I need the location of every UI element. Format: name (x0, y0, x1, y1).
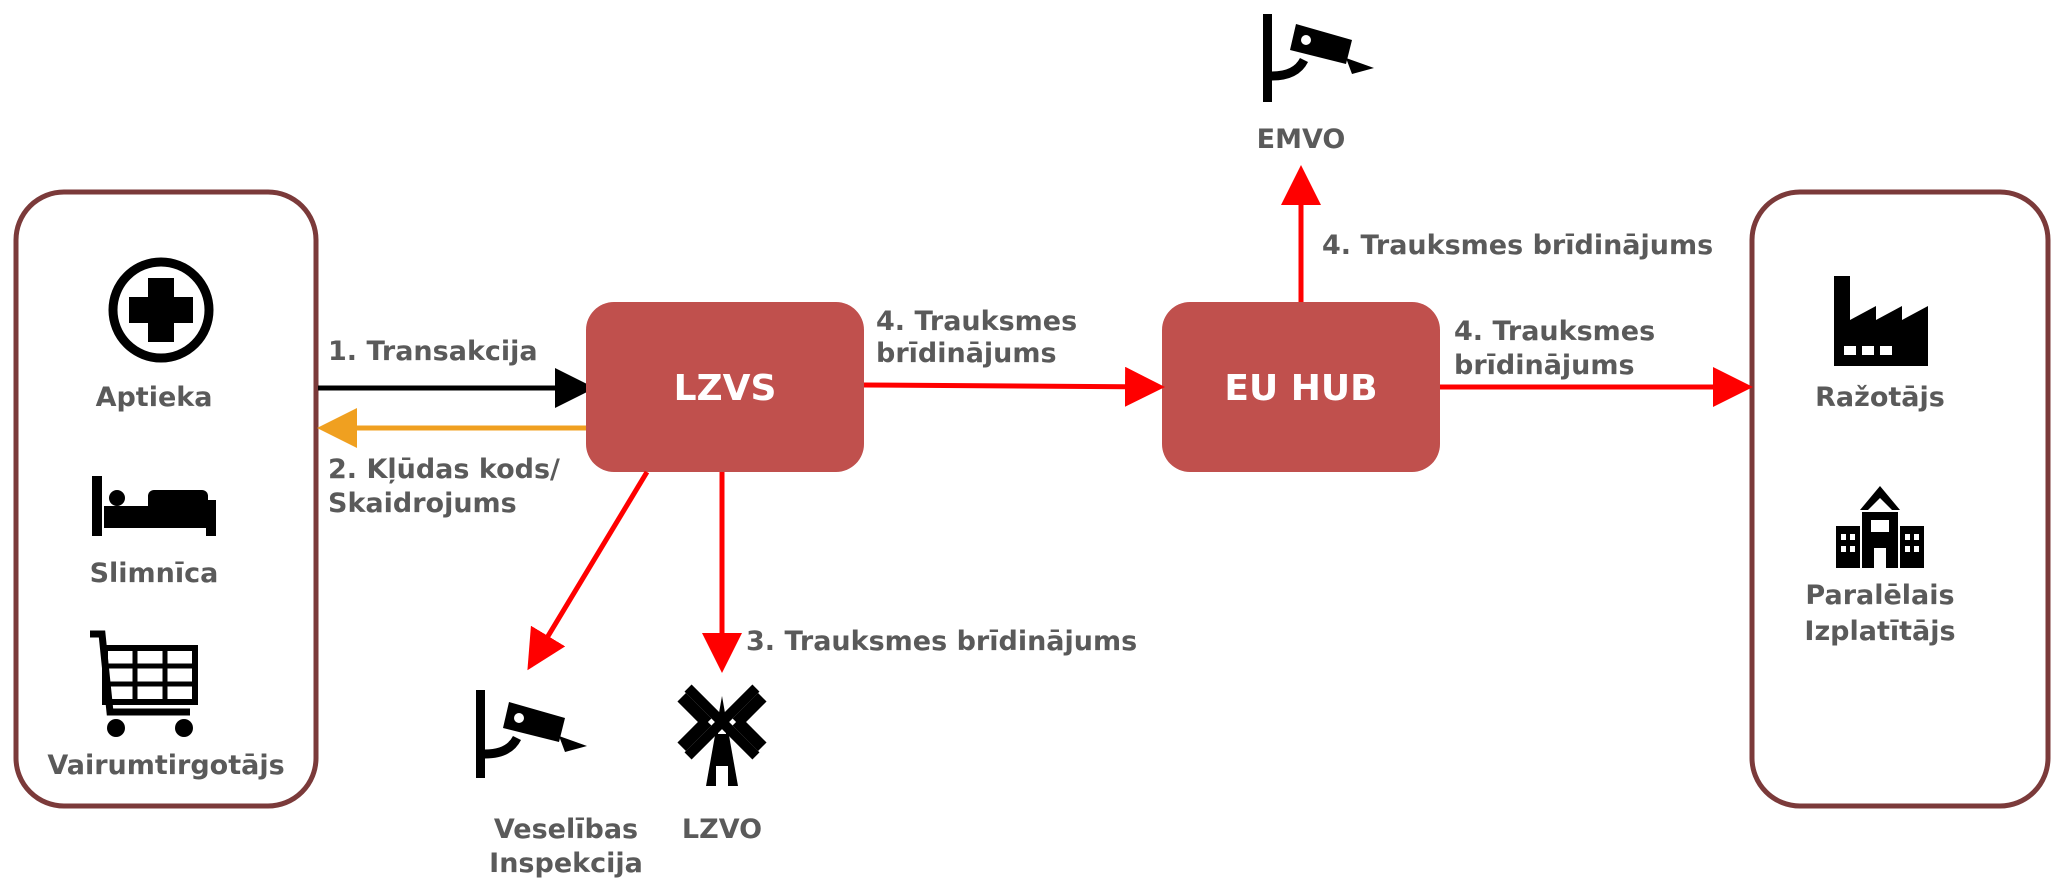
label-lzvo-alert: 3. Trauksmes brīdinājums (746, 626, 1137, 657)
factory-icon (1834, 276, 1928, 366)
security-camera-icon (476, 690, 587, 778)
endpoint-label-veselibas: Veselības (494, 814, 638, 845)
label-hub-emvo: 4. Trauksmes brīdinājums (1322, 230, 1713, 261)
right-group-container (1749, 189, 2051, 809)
right-item-label-paralelais: Paralēlais (1805, 580, 1954, 611)
node-lzvs-label: LZVS (674, 368, 777, 409)
hospital-bed-icon (92, 476, 216, 536)
left-item-label-vairumtirgotajs: Vairumtirgotājs (47, 750, 284, 781)
medical-cross-icon (108, 257, 214, 363)
security-camera-icon (1263, 14, 1374, 102)
windmill-icon (677, 684, 767, 786)
label-hub-manuf-line2: brīdinājums (1454, 350, 1635, 381)
label-kluda-line2: Skaidrojums (328, 488, 517, 519)
arrow-lzvs-to-hub (863, 366, 1165, 407)
left-item-label-aptieka: Aptieka (96, 382, 213, 413)
left-group-container (13, 189, 319, 809)
label-kluda-line1: 2. Kļūdas kods/ (328, 454, 560, 485)
label-lzvs-hub-line1: 4. Trauksmes (876, 306, 1077, 337)
right-item-label-razotajs: Ražotājs (1815, 382, 1945, 413)
node-eu-hub-label: EU HUB (1224, 368, 1377, 409)
label-hub-manuf-line1: 4. Trauksmes (1454, 316, 1655, 347)
endpoint-label-emvo: EMVO (1257, 124, 1346, 155)
left-item-label-slimnica: Slimnīca (90, 558, 219, 589)
node-eu-hub (1162, 302, 1440, 472)
shopping-cart-icon (90, 630, 198, 737)
node-lzvs (586, 302, 864, 472)
arrow-lzvs-to-inspekcija (527, 470, 650, 671)
endpoint-label-inspekcija: Inspekcija (489, 848, 643, 878)
right-item-label-izplatitajs: Izplatītājs (1804, 616, 1955, 647)
label-transakcija: 1. Transakcija (328, 336, 538, 367)
label-lzvs-hub-line2: brīdinājums (876, 338, 1057, 369)
endpoint-label-lzvo: LZVO (682, 814, 762, 845)
school-building-icon (1836, 486, 1924, 568)
